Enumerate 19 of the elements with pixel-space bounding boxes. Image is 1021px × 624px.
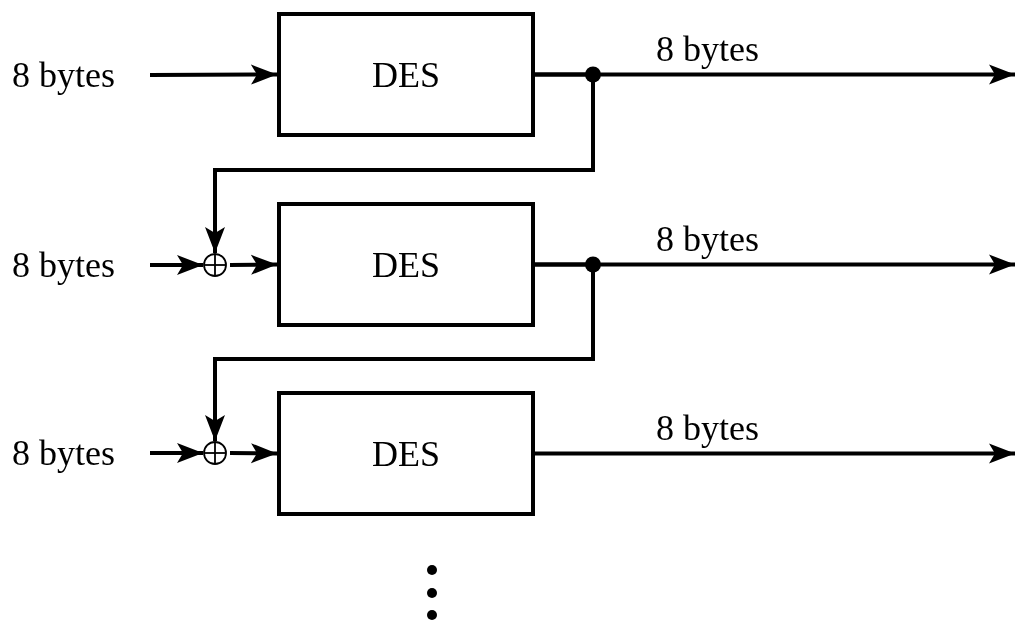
box-label: DES (372, 246, 440, 283)
arrow (229, 443, 278, 464)
arrow (150, 64, 277, 85)
arrow (205, 72, 595, 253)
xor-symbol (203, 253, 227, 277)
arrow (535, 443, 1015, 464)
input-label: 8 bytes (12, 247, 115, 283)
process-box (277, 202, 535, 327)
arrow (229, 254, 278, 275)
box-label: DES (372, 56, 440, 93)
input-label: 8 bytes (12, 57, 115, 93)
arrow (150, 443, 203, 463)
arrow (205, 262, 595, 441)
process-box (277, 391, 535, 516)
input-label: 8 bytes (12, 435, 115, 471)
xor-symbol (203, 441, 227, 465)
arrow (150, 255, 203, 275)
box-label: DES (372, 435, 440, 472)
process-box (277, 12, 535, 137)
